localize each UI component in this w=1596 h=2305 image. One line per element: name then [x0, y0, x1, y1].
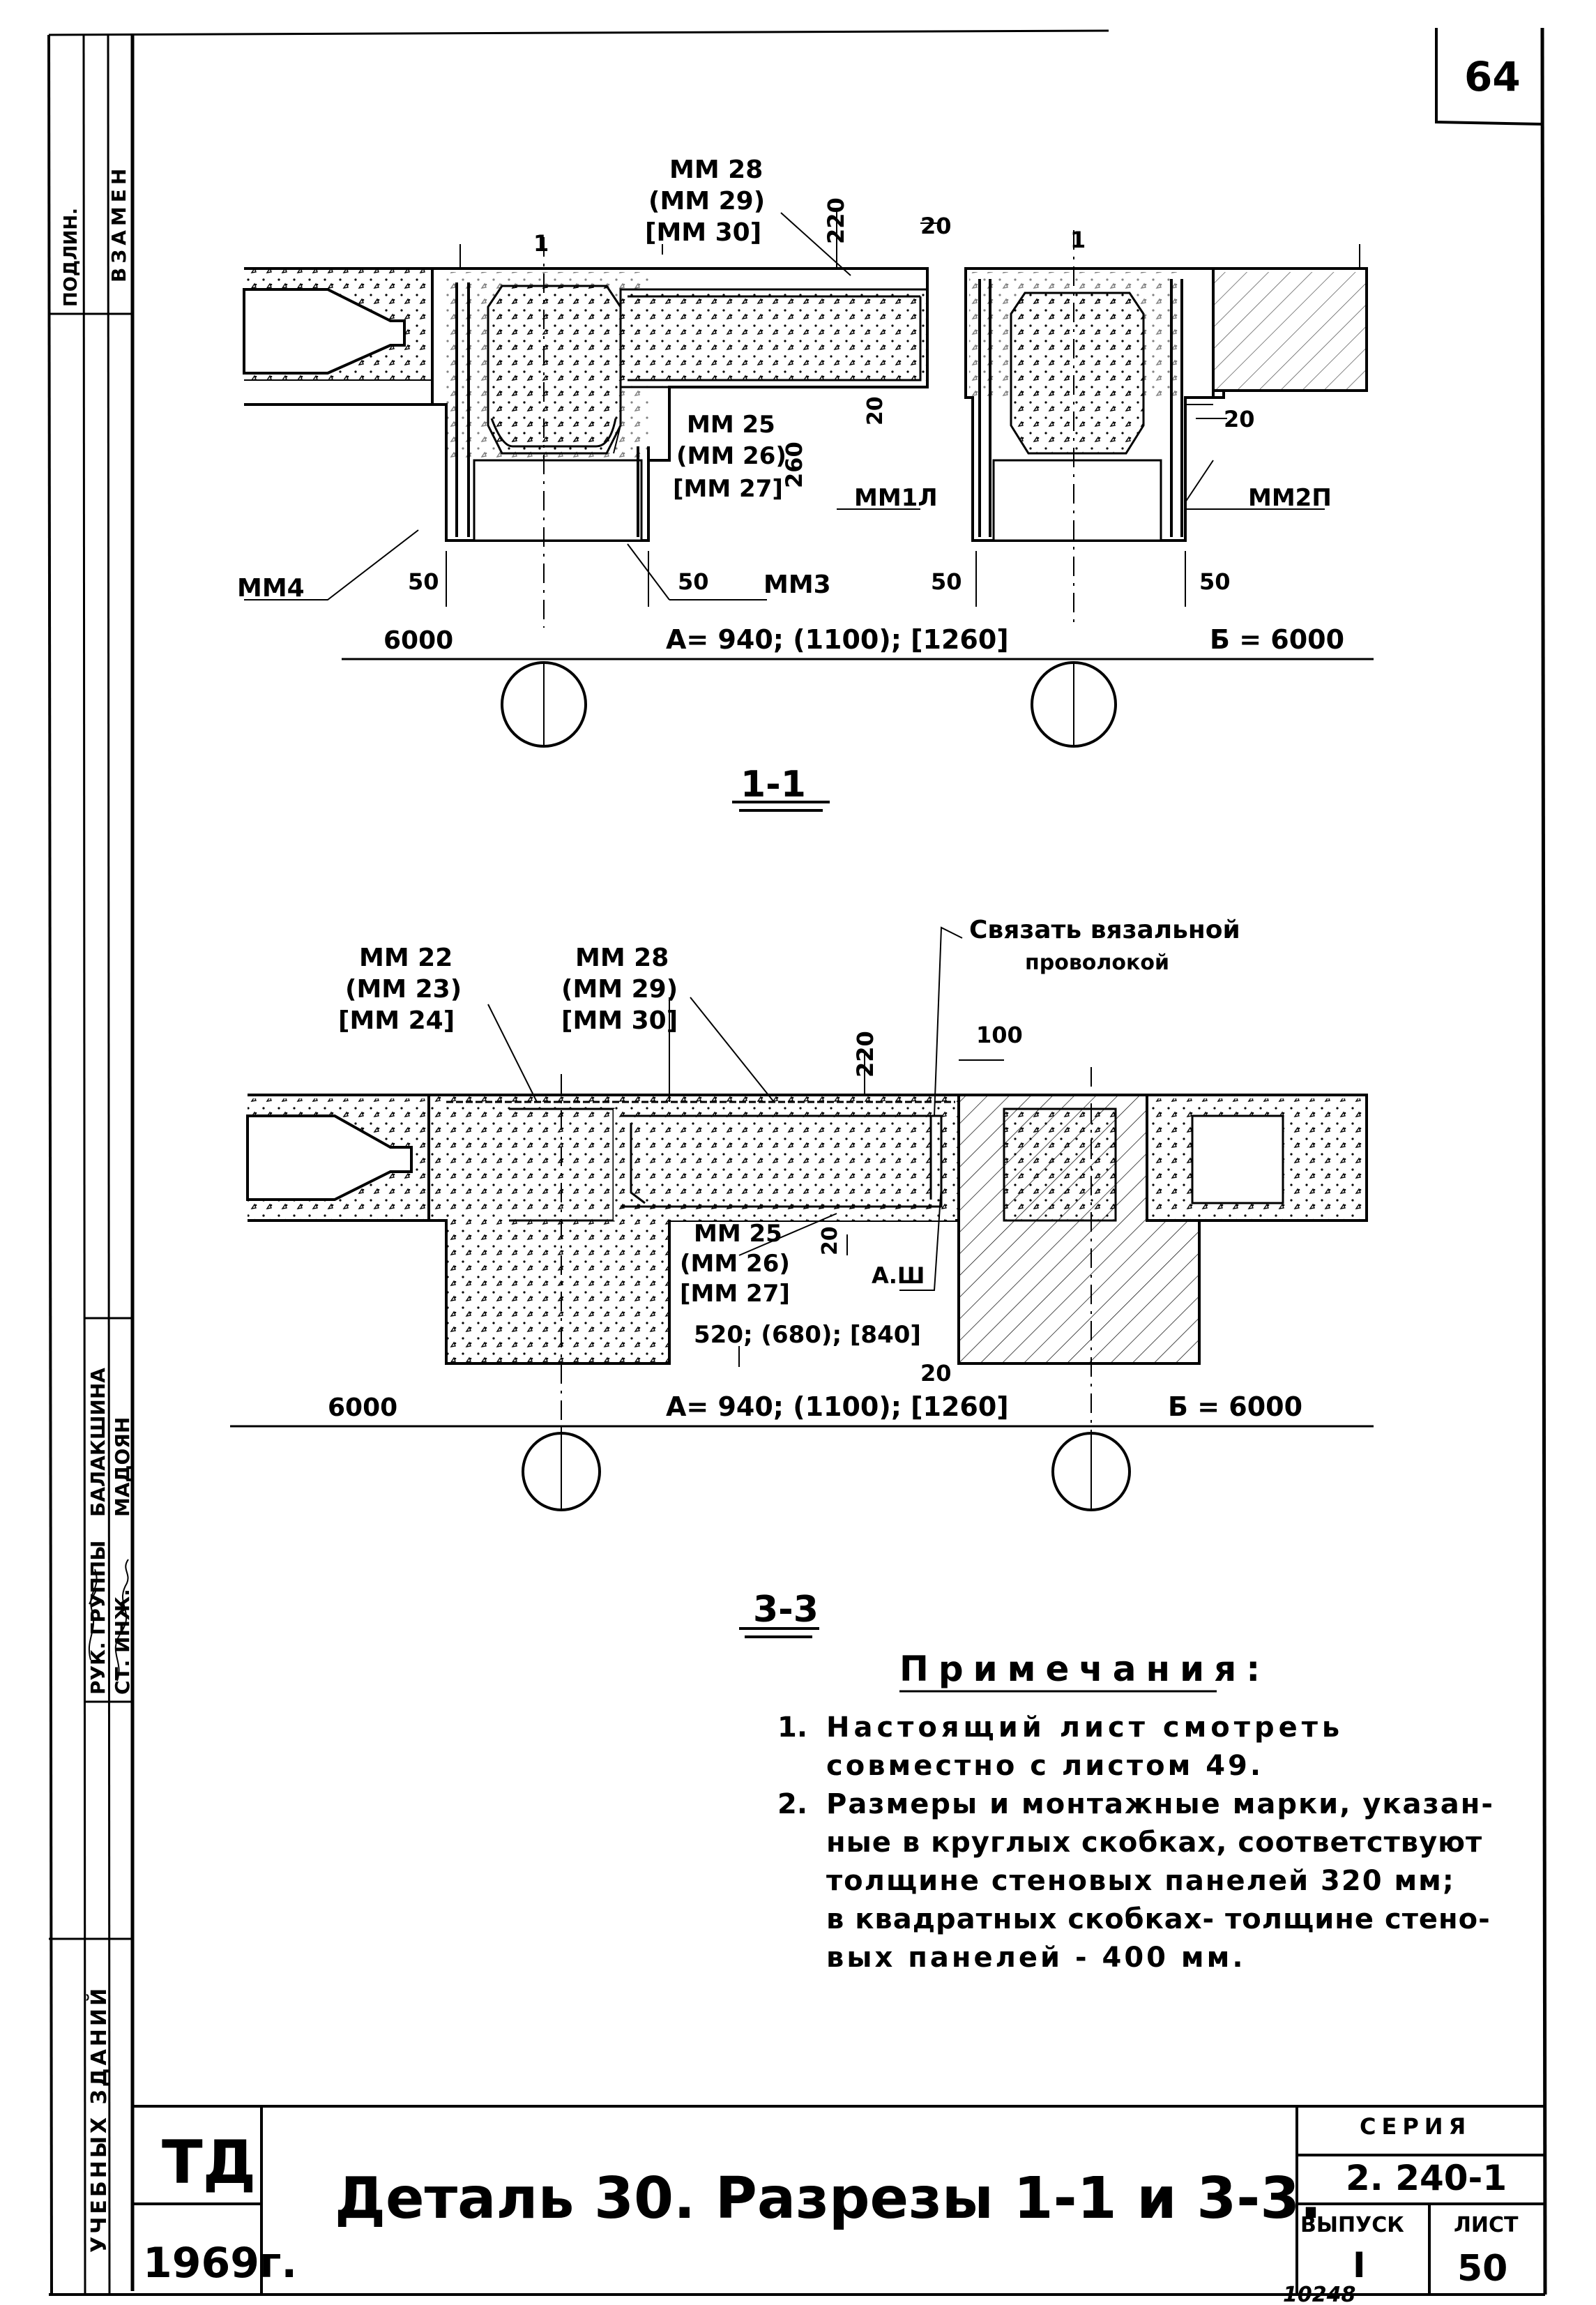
s3-dim-20-bottom: 20 [920, 1360, 952, 1386]
s1-mark-top-alt2: [ММ 30] [645, 218, 761, 247]
s1-dim-20-mid: 20 [863, 396, 888, 425]
s1-span-left: 6000 [383, 626, 453, 655]
side-series-name: УЧЕБНЫХ ЗДАНИЙ [86, 1986, 112, 2253]
s3-dim-20-mid: 20 [818, 1226, 842, 1255]
note-2-line4: в квадратных скобках- толщине стено- [826, 1903, 1491, 1935]
s3-mark-mid-alt2: [ММ 27] [680, 1280, 790, 1308]
s3-note-tie2: проволокой [1025, 951, 1169, 975]
sheet-label: ЛИСТ [1454, 2213, 1519, 2237]
s1-dim-220: 220 [823, 197, 849, 244]
note-2-num: 2. [777, 1788, 807, 1820]
s1-dim-50-a: 50 [408, 568, 439, 595]
side-top-label: ВЗАМЕН [107, 165, 130, 282]
notes-heading: Примечания: [899, 1649, 1270, 1689]
s1-mark-mm3: ММ3 [763, 570, 831, 599]
s1-span-a: А= 940; (1100); [1260] [666, 624, 1009, 655]
issue-value: I [1353, 2245, 1366, 2285]
title-main: Деталь 30. Разрезы 1-1 и 3-3. [335, 2166, 1322, 2232]
s1-dim-260: 260 [781, 441, 807, 488]
s1-title: 1-1 [740, 764, 806, 806]
footer-number: 10248 [1283, 2283, 1355, 2305]
note-2-line2: ные в круглых скобках, соответствуют [826, 1827, 1482, 1859]
s3-width-dims: 520; (680); [840] [694, 1321, 921, 1349]
s1-mark-top: ММ 28 [669, 156, 763, 184]
s1-dim-50-c: 50 [931, 568, 962, 595]
s3-mark-left-alt2: [ММ 24] [338, 1006, 455, 1035]
s3-dim-100: 100 [976, 1022, 1023, 1048]
s3-mark-mid-alt1: (ММ 26) [680, 1250, 790, 1278]
side-top-small: ПОДЛИН. [61, 208, 82, 307]
s3-mark-left-alt1: (ММ 23) [345, 975, 462, 1004]
s1-cut-mark-left: 1 [533, 230, 549, 257]
s1-dim-20-right: 20 [1224, 406, 1255, 432]
title-block-frame [132, 2105, 1544, 2295]
s1-mark-mm4: ММ4 [237, 574, 305, 603]
note-1-num: 1. [777, 1711, 807, 1744]
s3-mark-top-alt1: (ММ 29) [561, 975, 678, 1004]
note-1-line2: совместно с листом 49. [826, 1750, 1263, 1782]
side-strip: ПОДЛИН. ВЗАМЕН РУК. ГРУППЫ СТ. ИНЖ. БАЛА… [61, 165, 134, 2253]
s1-mark-mid-alt2: [ММ 27] [673, 475, 783, 503]
s3-span-left: 6000 [328, 1393, 397, 1422]
s3-mark-top-alt2: [ММ 30] [561, 1006, 678, 1035]
note-2-line3: толщине стеновых панелей 320 мм; [826, 1865, 1455, 1897]
title-org: ТД [162, 2128, 256, 2198]
s1-span-b: Б = 6000 [1210, 624, 1344, 655]
s3-dim-220: 220 [852, 1031, 879, 1078]
notes-block: Примечания: 1. Настоящий лист смотреть с… [777, 1649, 1494, 1974]
s1-mark-mm2p: ММ2П [1248, 484, 1332, 512]
s3-mark-mid: ММ 25 [694, 1220, 782, 1248]
s3-span-a: А= 940; (1100); [1260] [666, 1391, 1009, 1422]
s1-mark-top-alt1: (ММ 29) [648, 187, 765, 216]
s3-mark-top: ММ 28 [575, 944, 669, 972]
issue-label: ВЫПУСК [1300, 2213, 1404, 2237]
sheet-frame [47, 27, 1547, 2296]
series-value: 2. 240-1 [1346, 2158, 1507, 2198]
s1-mark-mid: ММ 25 [687, 411, 775, 439]
s1-mark-mm1l: ММ1Л [854, 484, 938, 512]
s3-span-b: Б = 6000 [1168, 1391, 1302, 1422]
s3-mark-a-sh: А.Ш [872, 1262, 925, 1289]
s1-dim-50-b: 50 [678, 568, 709, 595]
side-row1-name: БАЛАКШИНА [86, 1368, 109, 1517]
s3-title: 3-3 [753, 1589, 819, 1631]
signature-1 [88, 1569, 98, 1661]
s1-cut-mark-right: 1 [1070, 227, 1086, 253]
s3-note-tie: Связать вязальной [969, 916, 1240, 944]
s1-dim-50-d: 50 [1199, 568, 1231, 595]
side-row2-name: МАДОЯН [111, 1417, 134, 1517]
s1-mark-mid-alt1: (ММ 26) [676, 442, 786, 470]
side-row1-role: РУК. ГРУППЫ [86, 1541, 109, 1695]
section-3-3-drawing [230, 926, 1374, 1638]
note-2-line5: вых панелей - 400 мм. [826, 1942, 1246, 1974]
section-1-1-labels: ММ 28 (ММ 29) [ММ 30] 220 20 20 260 20 М… [237, 156, 1344, 806]
note-1-line1: Настоящий лист смотреть [826, 1711, 1344, 1744]
sheet-value: 50 [1457, 2248, 1507, 2290]
title-year: 1969г. [143, 2239, 297, 2288]
s1-dim-20-top: 20 [920, 213, 952, 239]
section-1-1-drawing [243, 209, 1374, 812]
title-block: ТД 1969г. Деталь 30. Разрезы 1-1 и 3-3. … [143, 2113, 1519, 2290]
page-number: 64 [1464, 53, 1521, 100]
side-row2-role: СТ. ИНЖ. [111, 1589, 134, 1695]
note-2-line1: Размеры и монтажные марки, указан- [826, 1788, 1494, 1820]
signature-2 [114, 1559, 129, 1681]
section-3-3-labels: Связать вязальной проволокой ММ 22 (ММ 2… [328, 916, 1302, 1631]
series-label: СЕРИЯ [1360, 2113, 1471, 2140]
s3-mark-left: ММ 22 [359, 944, 453, 972]
